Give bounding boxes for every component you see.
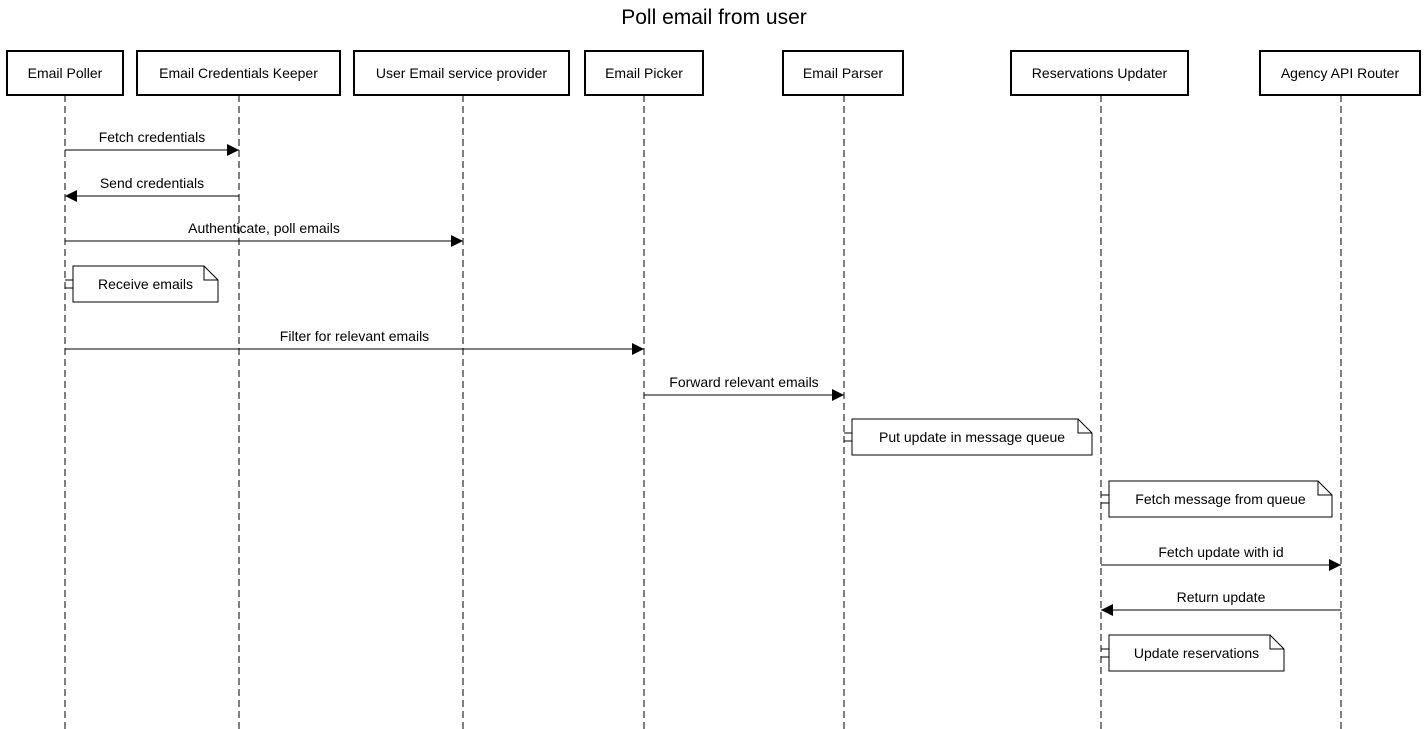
actor-label-picker: Email Picker <box>605 65 683 81</box>
actor-box-router <box>1259 50 1421 96</box>
note-fold-icon <box>1317 481 1332 496</box>
message: Forward relevant emails <box>644 374 844 401</box>
note-connector <box>1101 494 1109 504</box>
actor-box-picker <box>584 50 704 96</box>
message-label: Send credentials <box>100 175 204 191</box>
actor-box-updater <box>1010 50 1189 96</box>
actor-box-provider <box>353 50 570 96</box>
note-fold-icon <box>203 266 218 281</box>
message: Filter for relevant emails <box>65 328 644 355</box>
note-label: Update reservations <box>1134 645 1259 661</box>
note-fold-icon <box>1077 419 1092 434</box>
note: Fetch message from queue <box>1101 480 1333 518</box>
actor-label-parser: Email Parser <box>803 65 883 81</box>
note-box <box>1108 634 1285 672</box>
note-label: Fetch message from queue <box>1135 491 1306 507</box>
note-box <box>72 265 219 303</box>
note-connector <box>844 432 852 442</box>
note-label: Put update in message queue <box>879 429 1065 445</box>
message-label: Filter for relevant emails <box>280 328 429 344</box>
message-label: Authenticate, poll emails <box>188 220 340 236</box>
note-box <box>1108 480 1333 518</box>
note: Receive emails <box>65 265 219 303</box>
actors: Email Poller Email Credentials Keeper User… <box>6 50 1421 96</box>
message: Return update <box>1101 589 1341 616</box>
diagram-title: Poll email from user <box>621 6 807 29</box>
note: Put update in message queue <box>844 418 1093 456</box>
message: Send credentials <box>65 175 239 202</box>
actor-label-provider: User Email service provider <box>376 65 547 81</box>
actor-label-keeper: Email Credentials Keeper <box>159 65 318 81</box>
message-label: Return update <box>1177 589 1266 605</box>
message-label: Fetch update with id <box>1158 544 1283 560</box>
message: Authenticate, poll emails <box>65 220 463 247</box>
note-fold-icon <box>1269 635 1284 650</box>
actor-label-router: Agency API Router <box>1281 65 1400 81</box>
note-connector <box>65 279 73 289</box>
message-label: Fetch credentials <box>99 129 206 145</box>
note-box <box>851 418 1093 456</box>
message-label: Forward relevant emails <box>669 374 818 390</box>
actor-label-poller: Email Poller <box>28 65 103 81</box>
lifelines <box>64 95 1342 729</box>
actor-box-parser <box>782 50 904 96</box>
note-label: Receive emails <box>98 276 193 292</box>
note: Update reservations <box>1101 634 1285 672</box>
actor-label-updater: Reservations Updater <box>1032 65 1168 81</box>
actor-box-keeper <box>136 50 341 96</box>
message: Fetch credentials <box>65 129 239 156</box>
message: Fetch update with id <box>1101 544 1341 571</box>
actor-box-poller <box>6 50 124 96</box>
note-connector <box>1101 648 1109 658</box>
